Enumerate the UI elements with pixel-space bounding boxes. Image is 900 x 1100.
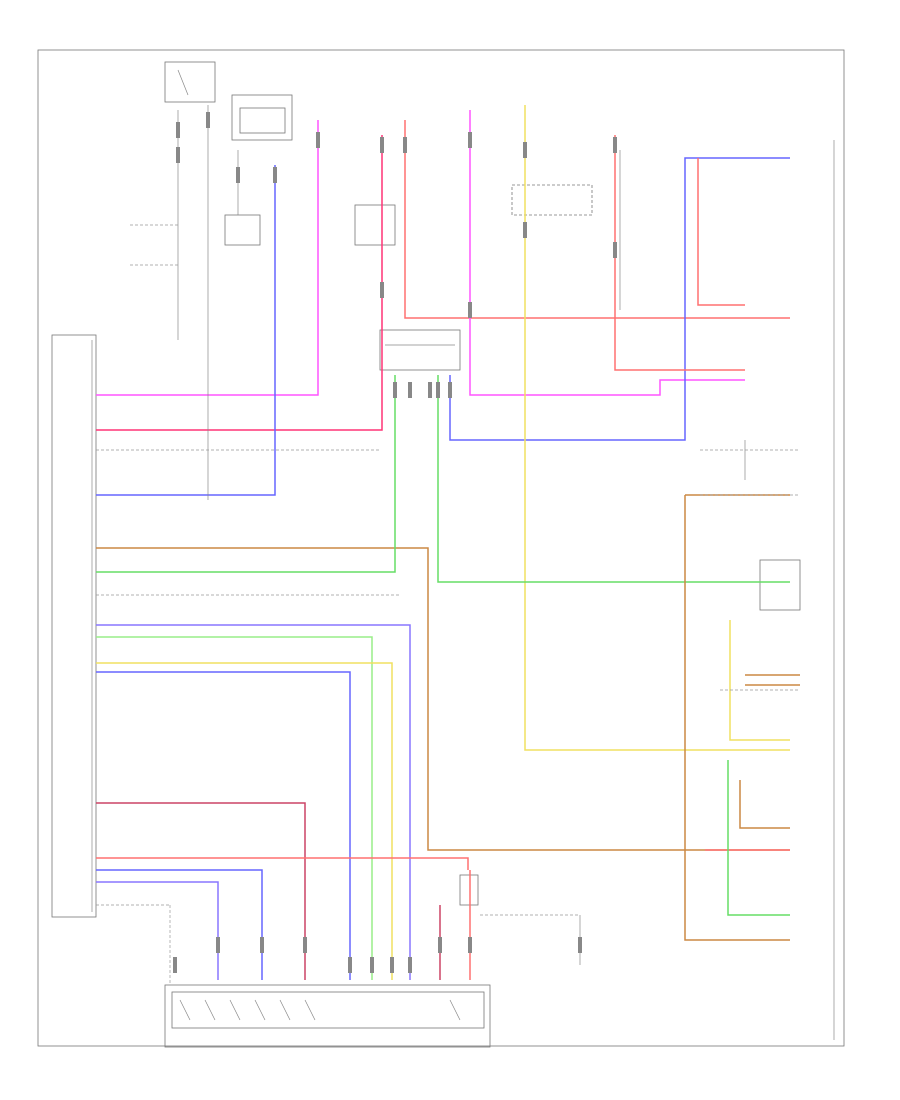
wire-magenta-ecu-junction (96, 135, 383, 431)
bottom-connector-block (164, 984, 491, 1048)
connector-pin (316, 132, 320, 148)
connector-pin (408, 957, 412, 973)
wire-layer (96, 105, 800, 980)
connector-pin (303, 937, 307, 953)
wire-green-ecu-bottom (96, 636, 373, 980)
wire-extra-8 (739, 780, 790, 829)
wire-green-long-right (437, 375, 790, 583)
wire-extra-0 (697, 158, 745, 306)
connector-pin (468, 302, 472, 318)
wire-purple-ecu-bottom (96, 624, 411, 980)
right-frame-markers (224, 140, 835, 1040)
connector-pin (380, 137, 384, 153)
top-left-switch (164, 61, 216, 103)
wire-blue-ecu-pair-b (96, 881, 219, 980)
wire-yellow-ecu-bottom (96, 662, 393, 980)
wire-red-ecu-long (96, 857, 469, 870)
connector-pin (523, 222, 527, 238)
connector-pin (523, 142, 527, 158)
wire-green-ecu-junction (96, 375, 396, 573)
connector-pin (393, 382, 397, 398)
wire-blue-top-right (449, 157, 790, 441)
connector-pin (380, 282, 384, 298)
connector-pin (273, 167, 277, 183)
wire-red-top-right (404, 120, 790, 319)
wire-brown-ecu-right (96, 547, 790, 851)
connector-pin (390, 957, 394, 973)
wire-extra-4 (729, 620, 790, 741)
diagram-frame (37, 49, 845, 1047)
connector-pin (613, 242, 617, 258)
connector-pin (436, 382, 440, 398)
wire-blue-ecu-pair-a (96, 869, 263, 980)
wire-blue-ecu-top (96, 165, 276, 496)
wire-pink-ecu-main (96, 120, 319, 396)
connector-pin (578, 937, 582, 953)
connector-pin (468, 937, 472, 953)
wire-extra-3 (684, 495, 790, 941)
wire-yellow-long-right (524, 105, 790, 751)
connector-pins (173, 112, 617, 973)
connector-pin (173, 957, 177, 973)
connector-pin (348, 957, 352, 973)
connector-pin (206, 112, 210, 128)
connector-pin (438, 937, 442, 953)
connector-pin (176, 122, 180, 138)
connector-pin (236, 167, 240, 183)
central-junction-connector (379, 329, 461, 371)
connector-pin (176, 147, 180, 163)
connector-pin (428, 382, 432, 398)
wire-extra-7 (727, 760, 790, 916)
connector-pin (468, 132, 472, 148)
connector-pin (613, 137, 617, 153)
top-module (231, 94, 293, 141)
leader-lines (96, 105, 800, 985)
connector-pin (216, 937, 220, 953)
connector-pin (408, 382, 412, 398)
wire-extra-1 (614, 135, 745, 371)
connector-pin (260, 937, 264, 953)
connector-pin (370, 957, 374, 973)
wire-red-ecu-bottom (96, 802, 306, 980)
connector-pin (448, 382, 452, 398)
ecu-connector-block (51, 334, 97, 918)
wire-blue-ecu-bottom (96, 671, 351, 980)
connector-pin (403, 137, 407, 153)
wire-pink-top-right (469, 110, 745, 396)
